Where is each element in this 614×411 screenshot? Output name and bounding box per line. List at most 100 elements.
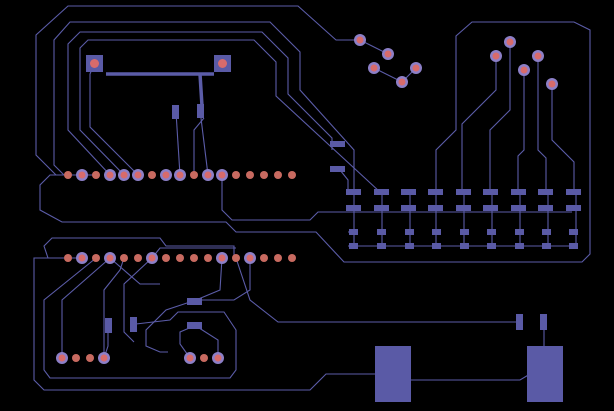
hole xyxy=(288,254,296,262)
trace xyxy=(551,84,575,190)
trace xyxy=(410,373,531,381)
smd-pad xyxy=(432,243,441,249)
trace xyxy=(123,257,153,343)
smd-pad xyxy=(428,189,443,195)
large-smd-pad xyxy=(375,346,411,402)
trace xyxy=(195,257,223,301)
hole xyxy=(534,52,542,60)
trace xyxy=(489,42,511,190)
smd-pad xyxy=(374,205,389,211)
smd-pad xyxy=(374,189,389,195)
hole xyxy=(176,171,184,179)
smd-pad xyxy=(377,243,386,249)
smd-pad xyxy=(405,229,414,235)
hole xyxy=(370,64,378,72)
trace xyxy=(33,257,380,391)
trace xyxy=(175,111,181,176)
smd-pad xyxy=(172,105,179,119)
trace xyxy=(43,237,235,259)
trace xyxy=(53,21,355,190)
hole xyxy=(218,171,226,179)
smd-pad xyxy=(569,243,578,249)
hole xyxy=(274,171,282,179)
trace xyxy=(461,56,497,190)
hole xyxy=(246,254,254,262)
trace xyxy=(103,257,125,358)
power-bus-trace xyxy=(198,73,204,107)
hole xyxy=(204,171,212,179)
smd-pad xyxy=(401,205,416,211)
smd-pad xyxy=(515,243,524,249)
header-row-bottom-middle xyxy=(184,352,224,364)
trace xyxy=(221,175,572,221)
hole xyxy=(162,254,170,262)
trace xyxy=(109,257,160,285)
trace xyxy=(537,56,547,190)
hole xyxy=(218,254,226,262)
smd-pad xyxy=(538,205,553,211)
hole xyxy=(64,171,72,179)
smd-pad xyxy=(487,243,496,249)
smd-pad xyxy=(487,229,496,235)
smd-pad xyxy=(130,317,137,332)
trace xyxy=(67,31,333,176)
smd-pad xyxy=(569,229,578,235)
trace xyxy=(353,192,577,246)
trace xyxy=(339,169,349,190)
smd-pad xyxy=(330,166,345,172)
hole xyxy=(148,171,156,179)
smd-pad xyxy=(330,141,345,147)
hole xyxy=(232,254,240,262)
hole xyxy=(120,254,128,262)
hole xyxy=(148,254,156,262)
smd-pad xyxy=(542,229,551,235)
pad-core xyxy=(218,59,227,68)
hole xyxy=(260,254,268,262)
trace xyxy=(79,39,381,193)
hole xyxy=(78,171,86,179)
hole xyxy=(246,171,254,179)
hole xyxy=(232,171,240,179)
hole xyxy=(186,354,194,362)
hole xyxy=(134,171,142,179)
smd-pad xyxy=(346,189,361,195)
smd-pad xyxy=(538,189,553,195)
trace-layer xyxy=(33,5,591,391)
hole xyxy=(548,80,556,88)
hole xyxy=(204,254,212,262)
hole xyxy=(384,50,392,58)
trace xyxy=(193,117,205,175)
trace xyxy=(517,70,525,190)
trace xyxy=(373,67,417,83)
hole xyxy=(190,171,198,179)
smd-pad xyxy=(511,189,526,195)
hole xyxy=(64,254,72,262)
smd-pad xyxy=(187,298,202,305)
smd-pad xyxy=(516,314,523,330)
hole xyxy=(78,254,86,262)
via-cluster xyxy=(354,34,558,90)
hole xyxy=(92,254,100,262)
hole xyxy=(260,171,268,179)
smd-pad xyxy=(540,314,547,330)
smd-pad xyxy=(511,205,526,211)
hole xyxy=(214,354,222,362)
hole xyxy=(520,66,528,74)
hole xyxy=(176,254,184,262)
smd-pad xyxy=(197,104,204,118)
smd-pad xyxy=(405,243,414,249)
smd-pad xyxy=(428,205,443,211)
hole xyxy=(506,38,514,46)
trace xyxy=(145,258,251,353)
hole xyxy=(106,171,114,179)
trace xyxy=(35,5,360,176)
hole xyxy=(190,254,198,262)
hole xyxy=(86,354,94,362)
trace xyxy=(39,21,591,263)
hole xyxy=(162,171,170,179)
large-smd-pad xyxy=(527,346,563,402)
hole xyxy=(288,171,296,179)
header-row-top xyxy=(64,169,296,181)
smd-pad xyxy=(349,229,358,235)
pad-core xyxy=(90,59,99,68)
